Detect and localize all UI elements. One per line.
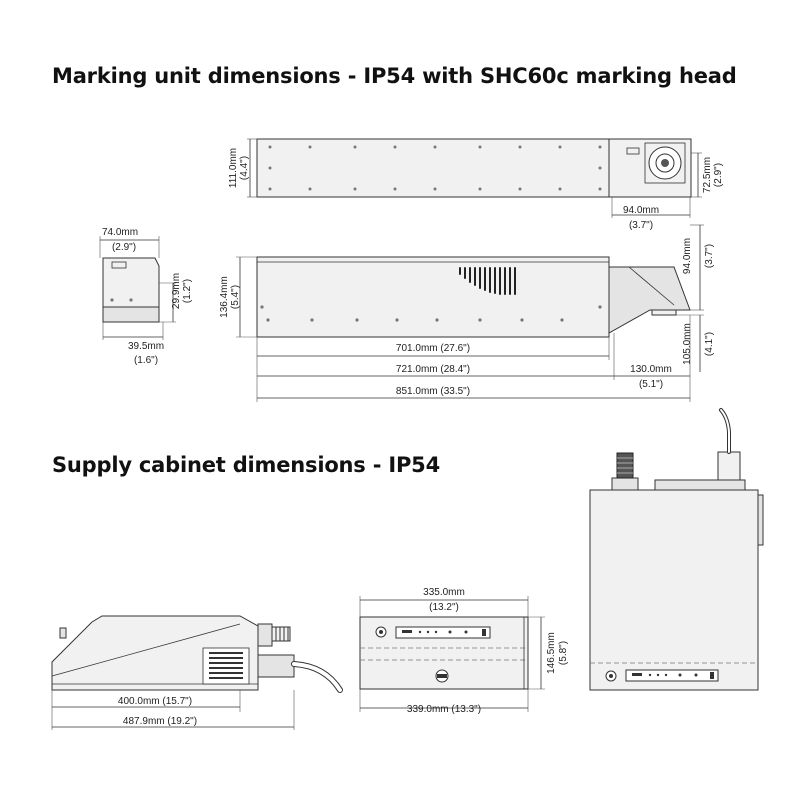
supply-cabinet-title: Supply cabinet dimensions - IP54 — [52, 453, 440, 477]
end-base-mm: 39.5mm — [128, 341, 164, 352]
top-height-mm: 111.0mm — [228, 148, 239, 188]
cabinet-height-in: (5.8") — [558, 641, 569, 665]
end-width-mm: 74.0mm — [102, 227, 138, 238]
cabinet-height-mm: 146.5mm — [546, 632, 557, 674]
head-height-in: (2.9") — [713, 163, 724, 187]
length-851: 851.0mm (33.5") — [396, 386, 470, 397]
length-130-mm: 130.0mm — [630, 364, 672, 375]
end-height-in: (1.2") — [182, 279, 193, 303]
supply-cabinet-front-view — [359, 596, 545, 712]
supply-cabinet-side-view — [51, 615, 343, 730]
marking-unit-title: Marking unit dimensions - IP54 with SHC6… — [52, 64, 737, 88]
nozzle-height-in: (3.7") — [704, 244, 715, 268]
width-335-mm: 335.0mm — [423, 587, 465, 598]
width-335-in: (13.2") — [429, 602, 459, 613]
nozzle-height-mm: 94.0mm — [682, 238, 693, 274]
nozzle-low-mm: 105.0mm — [682, 323, 693, 365]
end-base-in: (1.6") — [134, 355, 158, 366]
side-height-mm: 136.4mm — [219, 276, 230, 318]
end-height-mm: 29.9mm — [171, 273, 182, 309]
length-721: 721.0mm (28.4") — [396, 364, 470, 375]
length-701: 701.0mm (27.6") — [396, 343, 470, 354]
end-width-in: (2.9") — [112, 242, 136, 253]
length-130-in: (5.1") — [639, 379, 663, 390]
side-height-in: (5.4") — [230, 285, 241, 309]
head-height-mm: 72.5mm — [702, 157, 713, 193]
supply-cabinet-rear-view — [589, 408, 764, 691]
head-width-in: (3.7") — [629, 220, 653, 231]
width-339: 339.0mm (13.3") — [407, 704, 481, 715]
top-height-in: (4.4") — [239, 156, 250, 180]
depth-487: 487.9mm (19.2") — [123, 716, 197, 727]
head-width-mm: 94.0mm — [623, 205, 659, 216]
nozzle-low-in: (4.1") — [704, 332, 715, 356]
marking-unit-side-view — [236, 224, 704, 402]
marking-unit-end-view — [99, 236, 176, 340]
marking-unit-top-view — [247, 138, 702, 218]
depth-400: 400.0mm (15.7") — [118, 696, 192, 707]
